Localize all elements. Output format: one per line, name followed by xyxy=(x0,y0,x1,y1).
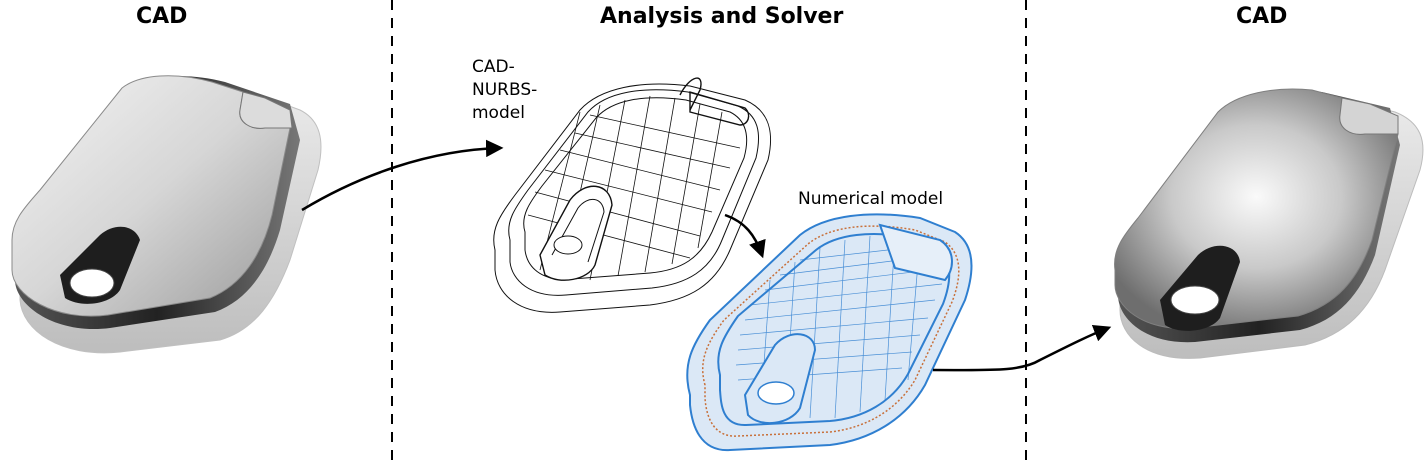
numerical-mesh-model xyxy=(686,213,973,452)
nurbs-label-line1: CAD- xyxy=(472,57,515,77)
nurbs-label-line2: NURBS- xyxy=(472,80,537,100)
title-left: CAD xyxy=(136,4,188,29)
cad-part-left xyxy=(11,75,322,354)
arrow-to-cad-right xyxy=(932,324,1112,372)
nurbs-wireframe-model xyxy=(493,77,772,313)
title-right: CAD xyxy=(1236,4,1288,29)
title-center: Analysis and Solver xyxy=(600,4,844,29)
cad-part-right xyxy=(1114,88,1424,359)
numerical-model-label: Numerical model xyxy=(798,189,943,209)
nurbs-label-line3: model xyxy=(472,103,525,123)
arrow-to-nurbs xyxy=(301,139,504,212)
arrow-to-numerical xyxy=(724,213,766,259)
